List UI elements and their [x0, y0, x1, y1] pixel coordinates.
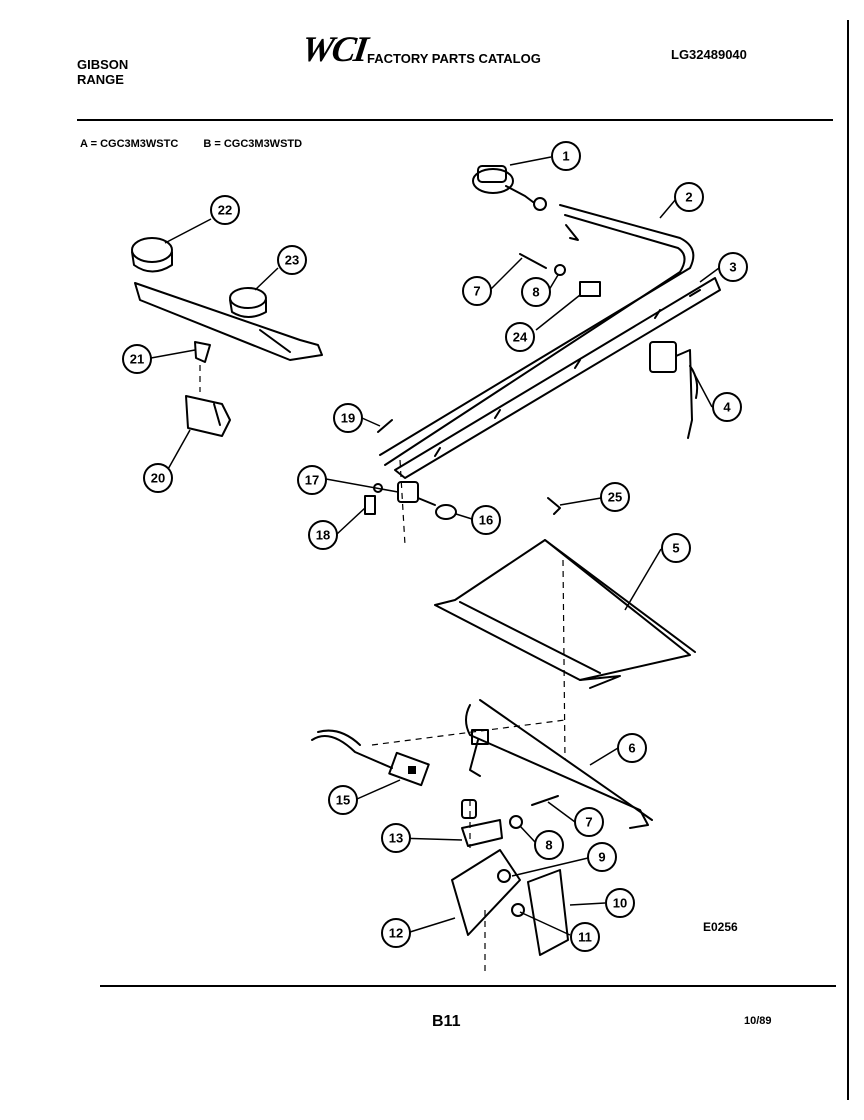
model-legend: A = CGC3M3WSTC B = CGC3M3WSTD: [80, 137, 324, 152]
part-nut: [554, 264, 566, 276]
callout-number: 6: [628, 741, 635, 756]
callout-number: 9: [598, 850, 605, 865]
callout-number: 20: [151, 471, 165, 486]
callout-number: 8: [532, 285, 539, 300]
part-nut: [509, 815, 523, 829]
page-number: B11: [432, 1013, 461, 1030]
callout-4: 4: [712, 392, 742, 422]
part-shield-panel: [434, 539, 696, 689]
callout-5: 5: [661, 533, 691, 563]
part-washer: [435, 504, 457, 520]
callout-24: 24: [505, 322, 535, 352]
callout-number: 2: [685, 190, 692, 205]
callout-17: 17: [297, 465, 327, 495]
callout-19: 19: [333, 403, 363, 433]
part-orifice-holder: [579, 281, 601, 297]
callout-22: 22: [210, 195, 240, 225]
callout-number: 24: [513, 330, 528, 345]
part-top-burner-front: [131, 237, 323, 361]
page-edge-line: [847, 20, 849, 1100]
header-rule: [77, 119, 833, 121]
part-pin: [519, 253, 547, 269]
part-spring: [377, 419, 393, 433]
callout-3: 3: [718, 252, 748, 282]
callout-13: 13: [381, 823, 411, 853]
callout-23: 23: [277, 245, 307, 275]
catalog-number: LG32489040: [671, 47, 747, 62]
part-knob-stem: [364, 495, 376, 515]
callout-number: 8: [545, 838, 552, 853]
callout-16: 16: [471, 505, 501, 535]
part-oven-burner: [465, 699, 653, 829]
part-regulator: [472, 165, 547, 211]
part-cover-box: [527, 869, 569, 956]
date-code: 10/89: [744, 1015, 772, 1027]
callout-number: 11: [578, 930, 592, 945]
callout-number: 12: [389, 926, 403, 941]
catalog-title: FACTORY PARTS CATALOG: [367, 51, 541, 66]
callout-number: 1: [562, 149, 569, 164]
callout-15: 15: [328, 785, 358, 815]
part-switch: [461, 799, 503, 847]
brand-block: GIBSON RANGE: [77, 57, 128, 87]
brand-name: GIBSON: [77, 57, 129, 72]
callout-2: 2: [674, 182, 704, 212]
part-valve: [373, 481, 436, 506]
callout-18: 18: [308, 520, 338, 550]
callout-20: 20: [143, 463, 173, 493]
callout-number: 7: [585, 815, 592, 830]
part-igniter: [311, 729, 430, 787]
leader-lines: [150, 156, 720, 936]
part-bracket: [185, 395, 231, 437]
part-manifold-pipe: [379, 204, 695, 466]
callout-number: 7: [473, 284, 480, 299]
callout-11: 11: [570, 922, 600, 952]
callout-number: 22: [218, 203, 232, 218]
callout-number: 19: [341, 411, 355, 426]
callout-number: 10: [613, 896, 627, 911]
callout-6: 6: [617, 733, 647, 763]
model-b: B = CGC3M3WSTD: [203, 138, 303, 150]
callout-number: 15: [336, 793, 350, 808]
callout-8: 8: [521, 277, 551, 307]
part-thermostat: [649, 341, 699, 439]
model-a: A = CGC3M3WSTC: [80, 138, 179, 150]
callout-8b: 8: [534, 830, 564, 860]
callout-10: 10: [605, 888, 635, 918]
part-retainer: [547, 497, 561, 515]
part-control-panel: [451, 849, 521, 936]
assembly-line: [562, 559, 566, 761]
callout-number: 18: [316, 528, 330, 543]
callout-7: 7: [462, 276, 492, 306]
callout-12: 12: [381, 918, 411, 948]
product-type: RANGE: [77, 72, 124, 87]
callout-21: 21: [122, 344, 152, 374]
callout-number: 13: [389, 831, 403, 846]
callout-25: 25: [600, 482, 630, 512]
callout-7b: 7: [574, 807, 604, 837]
part-manifold-rail: [394, 277, 721, 479]
callout-number: 3: [729, 260, 736, 275]
callout-number: 16: [479, 513, 493, 528]
callout-9: 9: [587, 842, 617, 872]
callout-number: 21: [130, 352, 144, 367]
callout-number: 25: [608, 490, 622, 505]
diagram-code: E0256: [703, 920, 738, 934]
footer-rule: [100, 985, 836, 987]
callout-number: 23: [285, 253, 299, 268]
callout-number: 4: [723, 400, 731, 415]
part-fastener: [511, 903, 525, 917]
part-pin: [531, 795, 559, 806]
callout-number: 17: [305, 473, 319, 488]
callout-number: 5: [672, 541, 679, 556]
part-top-burner-rear: [229, 287, 291, 353]
part-clip: [194, 341, 211, 363]
part-fastener: [497, 869, 511, 883]
callout-1: 1: [551, 141, 581, 171]
